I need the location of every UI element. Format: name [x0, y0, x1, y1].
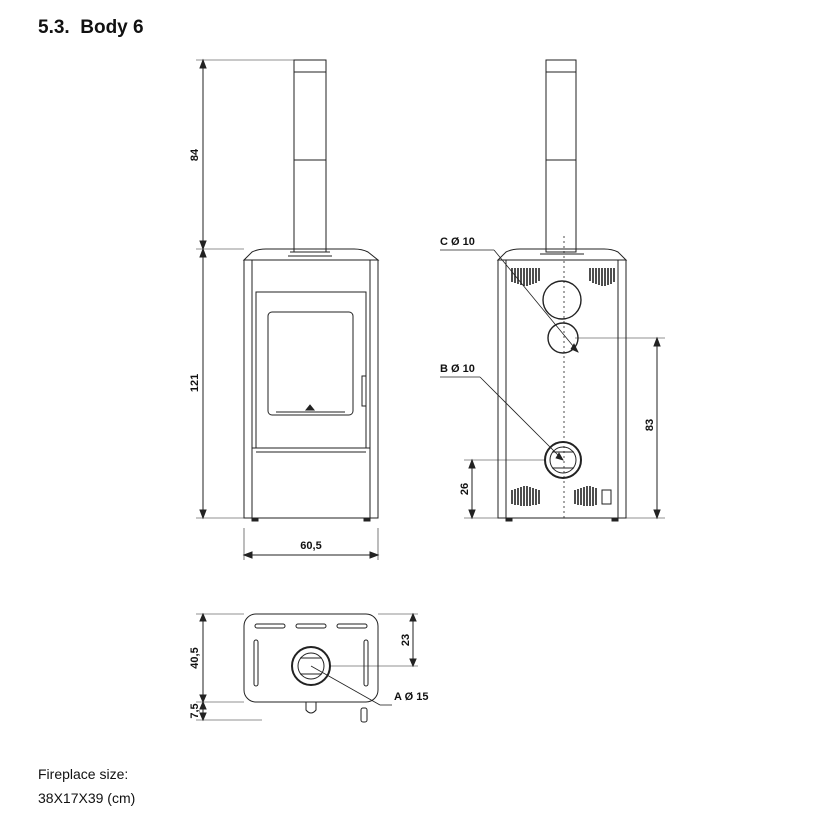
label-outlet-b: B Ø 10 [440, 363, 475, 375]
dim-depth: 40,5 [189, 647, 201, 668]
front-chimney [293, 59, 327, 253]
top-dim-depth [196, 612, 262, 722]
front-glass [267, 311, 354, 416]
section-title: 5.3. Body 6 [38, 17, 144, 38]
rear-chimney [545, 59, 577, 253]
top-view [196, 612, 418, 723]
door-handle [361, 375, 367, 407]
label-outlet-a: A Ø 15 [394, 691, 428, 703]
rear-dim-c [575, 336, 665, 520]
rear-leaders [440, 249, 579, 461]
fireplace-size-value: 38X17X39 (cm) [38, 790, 136, 806]
front-door [255, 291, 367, 449]
dim-offset: 7,5 [189, 703, 201, 718]
rear-large-opening [542, 280, 582, 320]
front-view [196, 58, 380, 560]
fireplace-size-label: Fireplace size: [38, 766, 129, 782]
front-height-dimensions [196, 58, 294, 520]
rear-switch [601, 489, 612, 505]
dim-width: 60,5 [300, 540, 321, 552]
front-top-cap [242, 248, 380, 261]
rear-vents-bottom [511, 486, 597, 506]
dim-outlet-a-offset: 23 [400, 634, 412, 646]
front-width-dimension [242, 528, 380, 560]
dim-chimney-height: 84 [189, 148, 201, 161]
dim-outlet-b-height: 26 [459, 483, 471, 495]
front-body [243, 259, 379, 519]
dim-outlet-c-height: 83 [644, 419, 656, 431]
rear-view [440, 59, 665, 522]
top-body [243, 613, 379, 703]
label-outlet-c: C Ø 10 [440, 236, 475, 248]
rear-vents-top [511, 268, 615, 286]
rear-body [497, 259, 627, 519]
top-dim-a [330, 612, 418, 668]
rear-dim-b [464, 458, 545, 520]
dim-body-height: 121 [189, 374, 201, 392]
